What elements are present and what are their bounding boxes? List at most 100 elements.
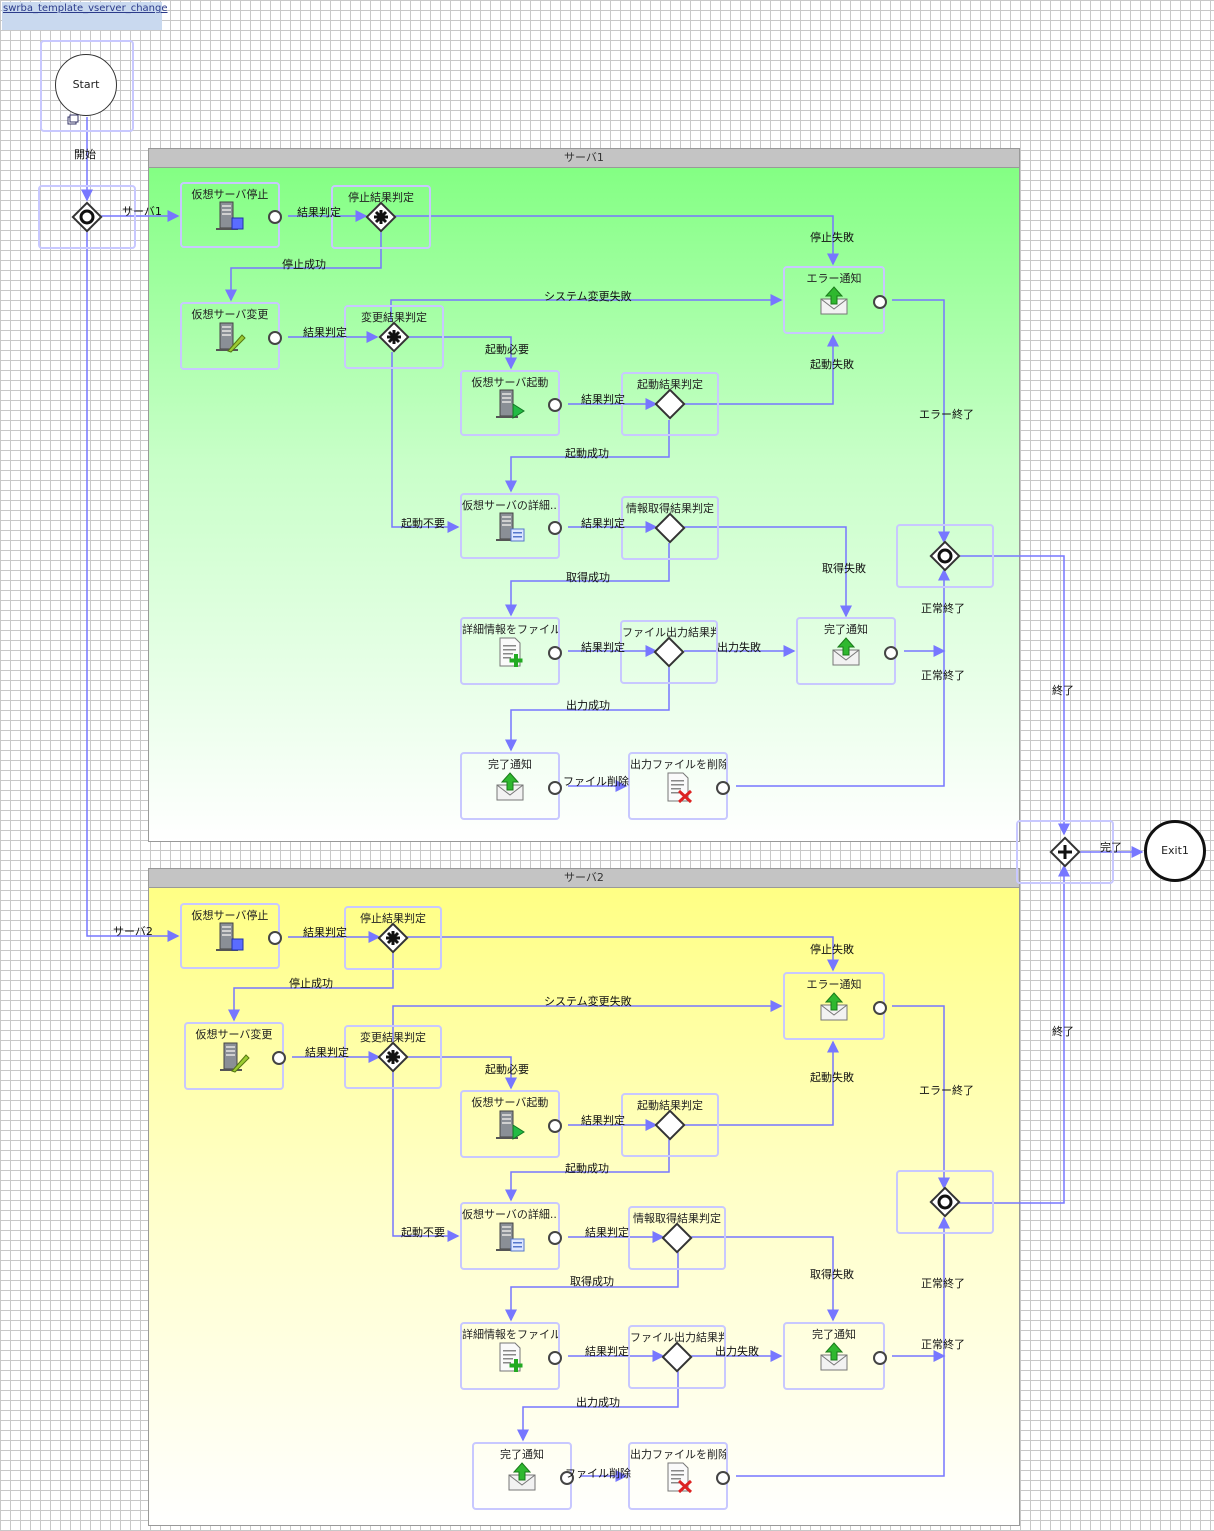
output-port[interactable] [873, 1001, 887, 1015]
activity-error-notify[interactable]: エラー通知 [783, 266, 887, 334]
activity-done-notify2[interactable]: 完了通知 [460, 752, 562, 820]
gateway-info-check[interactable]: 情報取得結果判定 [628, 1206, 726, 1270]
activity-change-vm[interactable]: 仮想サーバ変更 [184, 1022, 286, 1090]
flow-connector[interactable] [684, 1040, 839, 1126]
activity-delete-file[interactable]: 出力ファイルを削除 [628, 1442, 730, 1510]
gateway-start-check[interactable]: 起動結果判定 [621, 372, 719, 436]
flow-connector[interactable] [392, 1071, 460, 1242]
gateway-change-check[interactable]: 変更結果判定 [344, 1025, 442, 1089]
gateway-info-check[interactable]: 情報取得結果判定 [621, 496, 719, 560]
output-port[interactable] [560, 1471, 574, 1485]
flow-connector[interactable] [892, 1005, 950, 1190]
gateway-change-check[interactable]: 変更結果判定 [344, 305, 444, 369]
activity-file-detail[interactable]: 詳細情報をファイル... [460, 1322, 562, 1390]
flow-connector[interactable] [959, 555, 1070, 836]
gateway-stop-check[interactable]: 停止結果判定 [344, 906, 442, 970]
output-port[interactable] [873, 295, 887, 309]
activity-error-notify[interactable]: エラー通知 [783, 972, 887, 1040]
edge-label: 開始 [74, 148, 96, 161]
edge-label: 起動成功 [565, 1162, 609, 1175]
activity-done-notify2[interactable]: 完了通知 [472, 1442, 574, 1510]
activity-detail-vm[interactable]: 仮想サーバの詳細... [460, 1202, 562, 1270]
server-icon [215, 322, 246, 353]
flow-connector[interactable] [736, 1216, 950, 1477]
complex-gateway-icon [386, 1050, 400, 1064]
flow-connector[interactable] [392, 1000, 783, 1042]
activity-stop-vm[interactable]: 仮想サーバ停止 [180, 182, 282, 248]
activity-file-detail[interactable]: 詳細情報をファイル... [460, 617, 562, 685]
output-port[interactable] [716, 1471, 730, 1485]
gateway-diamond[interactable] [661, 1222, 693, 1254]
start-event-frame[interactable]: Start [40, 40, 134, 132]
activity-start-vm[interactable]: 仮想サーバ起動 [460, 370, 562, 436]
gateway-diamond[interactable] [654, 1109, 686, 1141]
gateway-title: ファイル出力結果判... [622, 626, 716, 639]
gateway-title: 変更結果判定 [360, 1031, 426, 1044]
process-tab[interactable]: swrba_template_vserver_change [2, 2, 168, 30]
output-port[interactable] [548, 1231, 562, 1245]
edge-label: 出力失敗 [717, 641, 761, 654]
activity-detail-vm[interactable]: 仮想サーバの詳細... [460, 493, 562, 559]
flow-connector[interactable] [684, 334, 839, 405]
merge-gateway[interactable] [896, 1170, 994, 1234]
gateway-file-check[interactable]: ファイル出力結果判... [628, 1325, 726, 1389]
edge-label: 結果判定 [581, 393, 625, 406]
output-port[interactable] [548, 781, 562, 795]
flow-connector[interactable] [892, 299, 950, 544]
output-port[interactable] [884, 646, 898, 660]
activity-delete-file[interactable]: 出力ファイルを削除 [628, 752, 730, 820]
gateway-diamond[interactable] [653, 636, 685, 668]
flow-connector[interactable] [394, 215, 839, 266]
flow-connector[interactable] [691, 1236, 839, 1322]
flow-connector[interactable] [406, 936, 839, 972]
flow-connector[interactable] [505, 543, 670, 617]
gateway-title: 停止結果判定 [360, 912, 426, 925]
flow-connector[interactable] [86, 230, 180, 942]
start-event[interactable]: Start [55, 54, 117, 116]
add-file-icon [499, 637, 523, 668]
edge-label: 結果判定 [585, 1345, 629, 1358]
gateway-file-check[interactable]: ファイル出力結果判... [620, 620, 718, 684]
flow-connector[interactable] [390, 294, 783, 322]
edge-label: ファイル削除 [565, 1467, 631, 1480]
lane-title: サーバ2 [149, 869, 1019, 888]
output-port[interactable] [548, 521, 562, 535]
edge-label: 停止失敗 [810, 231, 854, 244]
output-port[interactable] [268, 931, 282, 945]
split-gateway-frame[interactable] [38, 185, 136, 249]
join-gateway-frame[interactable] [1016, 820, 1114, 884]
output-port[interactable] [268, 331, 282, 345]
flow-connector[interactable] [505, 667, 670, 752]
flow-connector[interactable] [505, 420, 670, 493]
edge-label: 結果判定 [303, 926, 347, 939]
output-port[interactable] [548, 398, 562, 412]
output-port[interactable] [268, 210, 282, 224]
complex-gateway-icon [386, 931, 400, 945]
gateway-diamond[interactable] [654, 388, 686, 420]
flow-connector[interactable] [684, 526, 852, 618]
output-port[interactable] [716, 781, 730, 795]
gateway-diamond[interactable] [654, 512, 686, 544]
flow-connector[interactable] [405, 336, 517, 370]
activity-start-vm[interactable]: 仮想サーバ起動 [460, 1090, 562, 1158]
gateway-start-check[interactable]: 起動結果判定 [621, 1093, 719, 1157]
output-port[interactable] [548, 1119, 562, 1133]
activity-done-notify1[interactable]: 完了通知 [783, 1322, 887, 1390]
activity-done-notify1[interactable]: 完了通知 [796, 617, 898, 685]
output-port[interactable] [548, 1351, 562, 1365]
gateway-diamond[interactable] [661, 1341, 693, 1373]
merge-gateway[interactable] [896, 524, 994, 588]
output-port[interactable] [272, 1051, 286, 1065]
flow-connector[interactable] [959, 864, 1070, 1204]
activity-stop-vm[interactable]: 仮想サーバ停止 [180, 903, 282, 969]
activity-change-vm[interactable]: 仮想サーバ変更 [180, 302, 282, 370]
gateway-stop-check[interactable]: 停止結果判定 [331, 185, 431, 249]
flow-connector[interactable] [391, 352, 460, 533]
edge-label: 出力成功 [576, 1396, 620, 1409]
flow-connector[interactable] [736, 568, 950, 787]
edge-label: 終了 [1052, 1025, 1074, 1038]
end-event[interactable]: Exit1 [1144, 820, 1206, 882]
output-port[interactable] [548, 646, 562, 660]
activity-title: 仮想サーバ変更 [191, 308, 269, 321]
output-port[interactable] [873, 1351, 887, 1365]
